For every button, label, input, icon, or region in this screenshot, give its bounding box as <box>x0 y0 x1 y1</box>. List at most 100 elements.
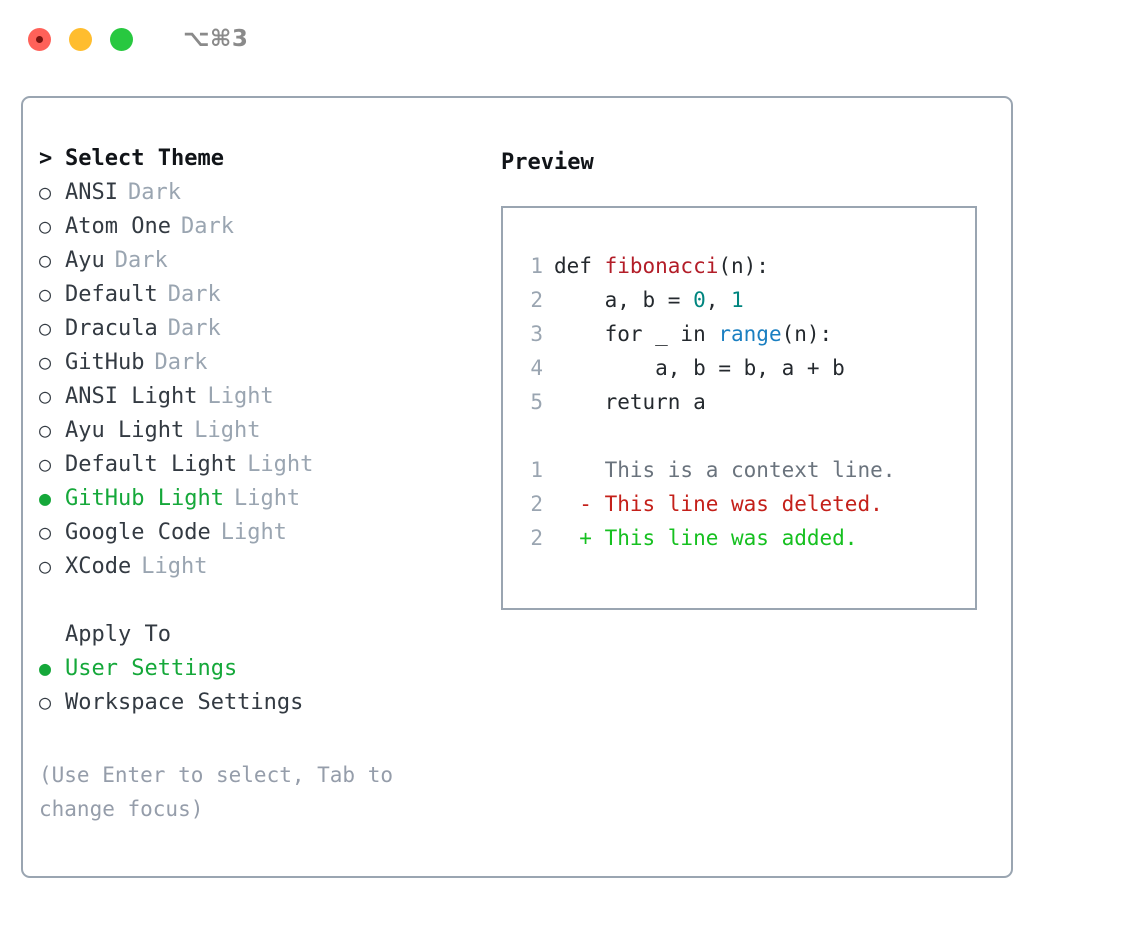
code-token-plain: a, b = <box>554 288 694 312</box>
code-line: 5 return a <box>517 390 975 424</box>
apply-to-option-label: Workspace Settings <box>65 690 304 715</box>
code-token-func: fibonacci <box>604 254 719 278</box>
code-text: a, b = b, a + b <box>554 356 845 380</box>
zoom-button[interactable] <box>110 27 133 51</box>
theme-name-label: GitHub <box>65 350 145 375</box>
line-number: 5 <box>530 390 543 414</box>
radio-unselected-icon: ○ <box>39 554 52 578</box>
line-number: 1 <box>530 254 543 278</box>
code-token-plain: for _ in <box>554 322 719 346</box>
theme-list-item[interactable]: ○ ANSI Dark <box>39 180 501 214</box>
theme-name-label: Atom One <box>65 214 171 239</box>
code-token-plain: (n): <box>718 254 769 278</box>
code-token-num: 1 <box>731 288 744 312</box>
theme-name-label: Ayu <box>65 248 105 273</box>
theme-name-label: ANSI Light <box>65 384 198 409</box>
radio-unselected-icon: ○ <box>39 316 52 340</box>
code-text: return a <box>554 390 706 414</box>
theme-list-item[interactable]: ○ XCode Light <box>39 554 501 588</box>
diff-sign: + <box>554 526 605 550</box>
theme-variant-label: Dark <box>180 214 234 239</box>
theme-variant-label: Light <box>220 520 287 545</box>
theme-panel-heading: > Select Theme <box>39 146 501 180</box>
code-text: a, b = 0, 1 <box>554 288 744 312</box>
radio-unselected-icon: ○ <box>39 214 52 238</box>
code-text: for _ in range(n): <box>554 322 833 346</box>
theme-list-item[interactable]: ○ Atom One Dark <box>39 214 501 248</box>
line-number: 4 <box>530 356 543 380</box>
diff-text: - This line was deleted. <box>554 492 883 516</box>
close-button[interactable] <box>28 27 51 51</box>
radio-unselected-icon: ○ <box>39 384 52 408</box>
theme-name-label: Google Code <box>65 520 211 545</box>
theme-variant-label: Dark <box>167 282 221 307</box>
diff-sign: - <box>554 492 605 516</box>
apply-to-option[interactable]: ○ Workspace Settings <box>39 690 501 724</box>
radio-selected-icon: ● <box>39 486 52 510</box>
theme-name-label: ANSI <box>65 180 118 205</box>
diff-content: This line was deleted. <box>604 492 883 516</box>
diff-content: This line was added. <box>604 526 858 550</box>
code-line: 3 for _ in range(n): <box>517 322 975 356</box>
code-token-plain: (n): <box>781 322 833 346</box>
theme-variant-label: Light <box>141 554 208 579</box>
line-number: 1 <box>530 458 543 482</box>
page-title: Select Theme <box>65 146 224 171</box>
keyboard-hint: (Use Enter to select, Tab to change focu… <box>39 763 406 821</box>
theme-variant-label: Dark <box>114 248 168 273</box>
diff-line: 2 - This line was deleted. <box>517 492 975 526</box>
apply-to-heading: Apply To <box>39 622 501 656</box>
code-token-plain: , <box>705 288 732 312</box>
radio-selected-icon: ● <box>39 656 52 680</box>
apply-to-option-label: User Settings <box>65 656 238 681</box>
code-token-plain: return a <box>554 390 706 414</box>
apply-to-list: ● User Settings ○ Workspace Settings <box>39 656 501 724</box>
diff-line: 1 This is a context line. <box>517 458 975 492</box>
theme-variant-label: Dark <box>154 350 208 375</box>
code-token-num: 0 <box>693 288 706 312</box>
theme-variant-label: Light <box>247 452 314 477</box>
line-number: 2 <box>530 288 543 312</box>
theme-name-label: Default Light <box>65 452 238 477</box>
radio-unselected-icon: ○ <box>39 282 52 306</box>
line-number: 3 <box>530 322 543 346</box>
theme-variant-label: Dark <box>127 180 181 205</box>
minimize-button[interactable] <box>69 27 92 51</box>
radio-unselected-icon: ○ <box>39 350 52 374</box>
theme-variant-label: Light <box>194 418 261 443</box>
theme-list-item[interactable]: ○ GitHub Dark <box>39 350 501 384</box>
caret-icon: > <box>39 146 53 171</box>
diff-sample: 1 This is a context line.2 - This line w… <box>517 458 975 560</box>
preview-title: Preview <box>501 150 594 175</box>
diff-content: This is a context line. <box>604 458 896 482</box>
diff-line: 2 + This line was added. <box>517 526 975 560</box>
radio-unselected-icon: ○ <box>39 690 52 714</box>
code-line: 4 a, b = b, a + b <box>517 356 975 390</box>
title-bar: ⌥⌘3 <box>0 0 1140 78</box>
code-token-builtin: range <box>718 322 782 346</box>
diff-text: This is a context line. <box>554 458 896 482</box>
radio-unselected-icon: ○ <box>39 180 52 204</box>
code-line: 2 a, b = 0, 1 <box>517 288 975 322</box>
apply-to-option[interactable]: ● User Settings <box>39 656 501 690</box>
radio-unselected-icon: ○ <box>39 418 52 442</box>
theme-name-label: Dracula <box>65 316 158 341</box>
code-token-plain: def <box>554 254 605 278</box>
code-gap <box>517 424 975 458</box>
code-token-plain: a, b = b, a + b <box>554 356 845 380</box>
apply-to-heading-label: Apply To <box>65 622 171 647</box>
theme-name-label: XCode <box>65 554 132 579</box>
